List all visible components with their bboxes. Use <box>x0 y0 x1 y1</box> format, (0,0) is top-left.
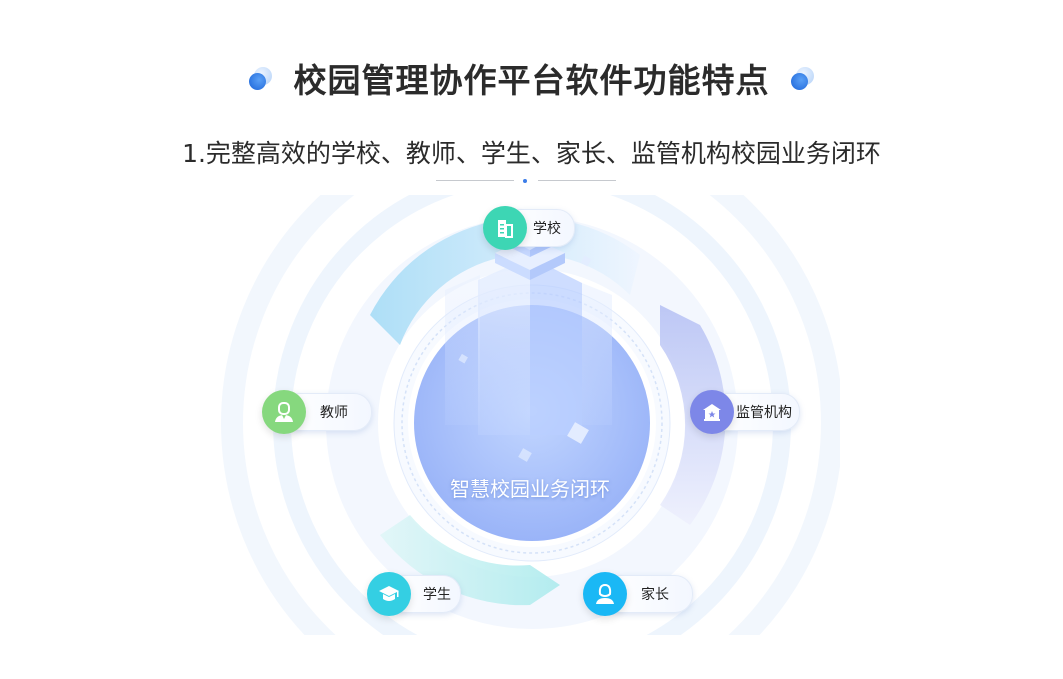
node-label: 家长 <box>641 587 669 603</box>
center-label: 智慧校园业务闭环 <box>450 477 610 501</box>
orb-right-icon <box>790 65 816 91</box>
node-school[interactable]: 学校 <box>483 205 575 251</box>
orb-left-icon <box>248 65 274 91</box>
node-label: 学校 <box>533 221 561 237</box>
node-regulator[interactable]: 监管机构 <box>690 389 800 435</box>
node-student[interactable]: 学生 <box>367 571 461 617</box>
closed-loop-diagram: 智慧校园业务闭环 学校 教师 监管机构 学生 <box>220 195 840 635</box>
title-divider <box>436 179 616 183</box>
node-teacher[interactable]: 教师 <box>262 389 372 435</box>
node-label: 教师 <box>320 405 348 421</box>
node-label: 学生 <box>423 587 451 603</box>
node-label: 监管机构 <box>736 405 792 421</box>
teacher-icon <box>262 390 306 434</box>
government-icon <box>690 390 734 434</box>
node-parent[interactable]: 家长 <box>583 571 693 617</box>
graduation-cap-icon <box>367 572 411 616</box>
parent-icon <box>583 572 627 616</box>
page-title: 校园管理协作平台软件功能特点 <box>293 61 770 100</box>
title-row: 校园管理协作平台软件功能特点 <box>0 52 1063 104</box>
section-subtitle: 1.完整高效的学校、教师、学生、家长、监管机构校园业务闭环 <box>182 139 881 168</box>
building-icon <box>483 206 527 250</box>
